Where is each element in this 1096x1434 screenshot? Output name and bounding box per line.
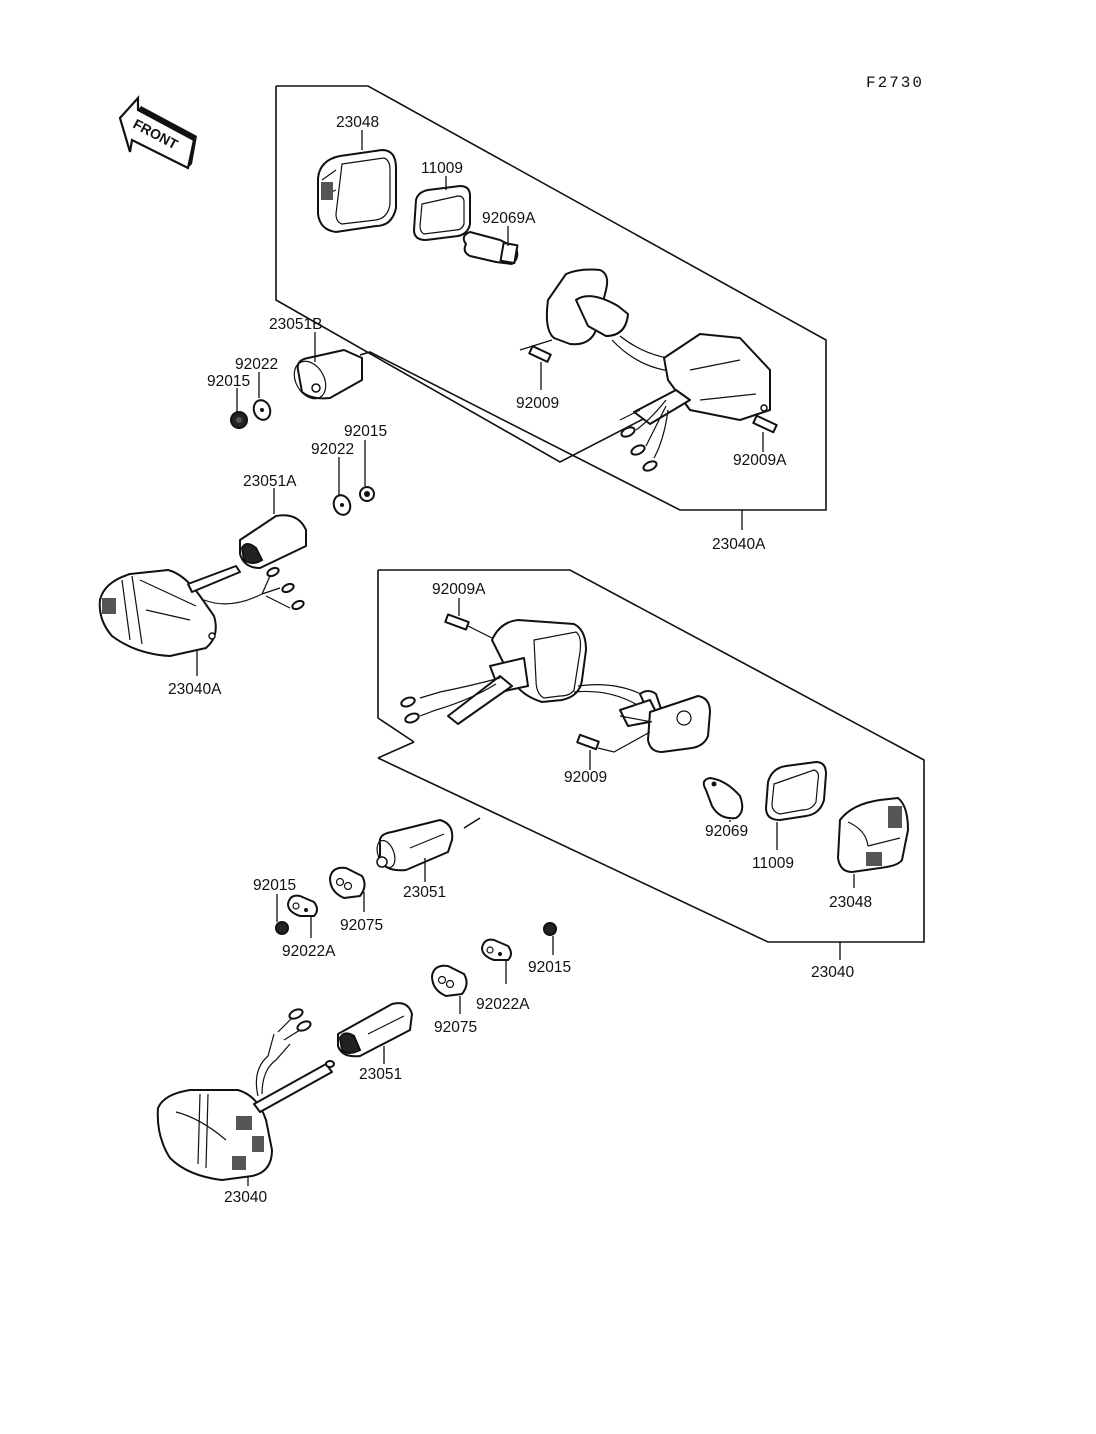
label-92015-c: 92015 (253, 877, 296, 894)
upper-housing-part (545, 268, 771, 472)
label-92075-a: 92075 (340, 917, 383, 934)
label-23040A-left: 23040A (168, 681, 222, 698)
rubber-mount-23051B (293, 349, 363, 400)
label-92022A-a: 92022A (282, 943, 336, 960)
washer-92022-a (252, 399, 272, 421)
label-92069A-upper: 92069A (482, 210, 536, 227)
nut-92015-a (230, 411, 248, 429)
nut-92015-b (359, 486, 375, 502)
nut-92015-c (275, 921, 289, 935)
label-11009-lower: 11009 (752, 855, 794, 872)
label-23051-a: 23051 (403, 884, 446, 901)
label-92022-b: 92022 (311, 441, 354, 458)
washer-plate-92022A-b (481, 938, 512, 961)
label-23048-lower: 23048 (829, 894, 872, 911)
label-92015-a: 92015 (207, 373, 250, 390)
label-23040-left: 23040 (224, 1189, 267, 1206)
left-turn-signal-23040 (156, 1008, 335, 1181)
lower-screw-92009 (576, 731, 651, 753)
lower-lens-part (837, 797, 909, 873)
label-92015-b: 92015 (344, 423, 387, 440)
lower-bulb-part (702, 777, 744, 820)
label-92069-lower: 92069 (705, 823, 748, 840)
label-92009-lower: 92009 (564, 769, 607, 786)
upper-bulb-part (462, 231, 519, 265)
grommet-92075-b (431, 964, 468, 997)
lower-assembly-boundary (377, 569, 925, 960)
left-turn-signal-23040A (98, 565, 305, 657)
washer-92022-b (332, 494, 352, 516)
lower-screw-92009A (444, 613, 493, 639)
nut-92015-d (543, 922, 557, 936)
label-92009A-lower: 92009A (432, 581, 486, 598)
label-11009-upper: 11009 (421, 160, 463, 177)
upper-gasket-part (413, 185, 471, 241)
label-23040A-upper: 23040A (712, 536, 766, 553)
figure-code: F2730 (866, 74, 924, 92)
label-23040-lower: 23040 (811, 964, 854, 981)
label-23051-b: 23051 (359, 1066, 402, 1083)
label-92075-b: 92075 (434, 1019, 477, 1036)
grommet-92075-a (329, 866, 366, 899)
front-arrow-icon: FRONT (118, 95, 197, 170)
rubber-mount-23051-b (337, 1002, 413, 1058)
label-92015-d: 92015 (528, 959, 571, 976)
lower-housing-part (400, 619, 711, 753)
label-92009A-upper: 92009A (733, 452, 787, 469)
label-23051B: 23051B (269, 316, 322, 333)
label-23051A: 23051A (243, 473, 297, 490)
washer-plate-92022A-a (287, 894, 318, 917)
upper-screw-92009 (519, 339, 553, 363)
label-92022A-b: 92022A (476, 996, 530, 1013)
rubber-mount-23051-a (376, 819, 454, 872)
label-92009-upper: 92009 (516, 395, 559, 412)
label-23048-upper: 23048 (336, 114, 379, 131)
upper-assembly-boundary (275, 85, 827, 530)
rubber-mount-23051A (239, 514, 307, 569)
label-92022-a: 92022 (235, 356, 278, 373)
lower-gasket-part (765, 761, 827, 821)
upper-lens-part (317, 149, 397, 233)
upper-screw-92009A (752, 414, 778, 434)
